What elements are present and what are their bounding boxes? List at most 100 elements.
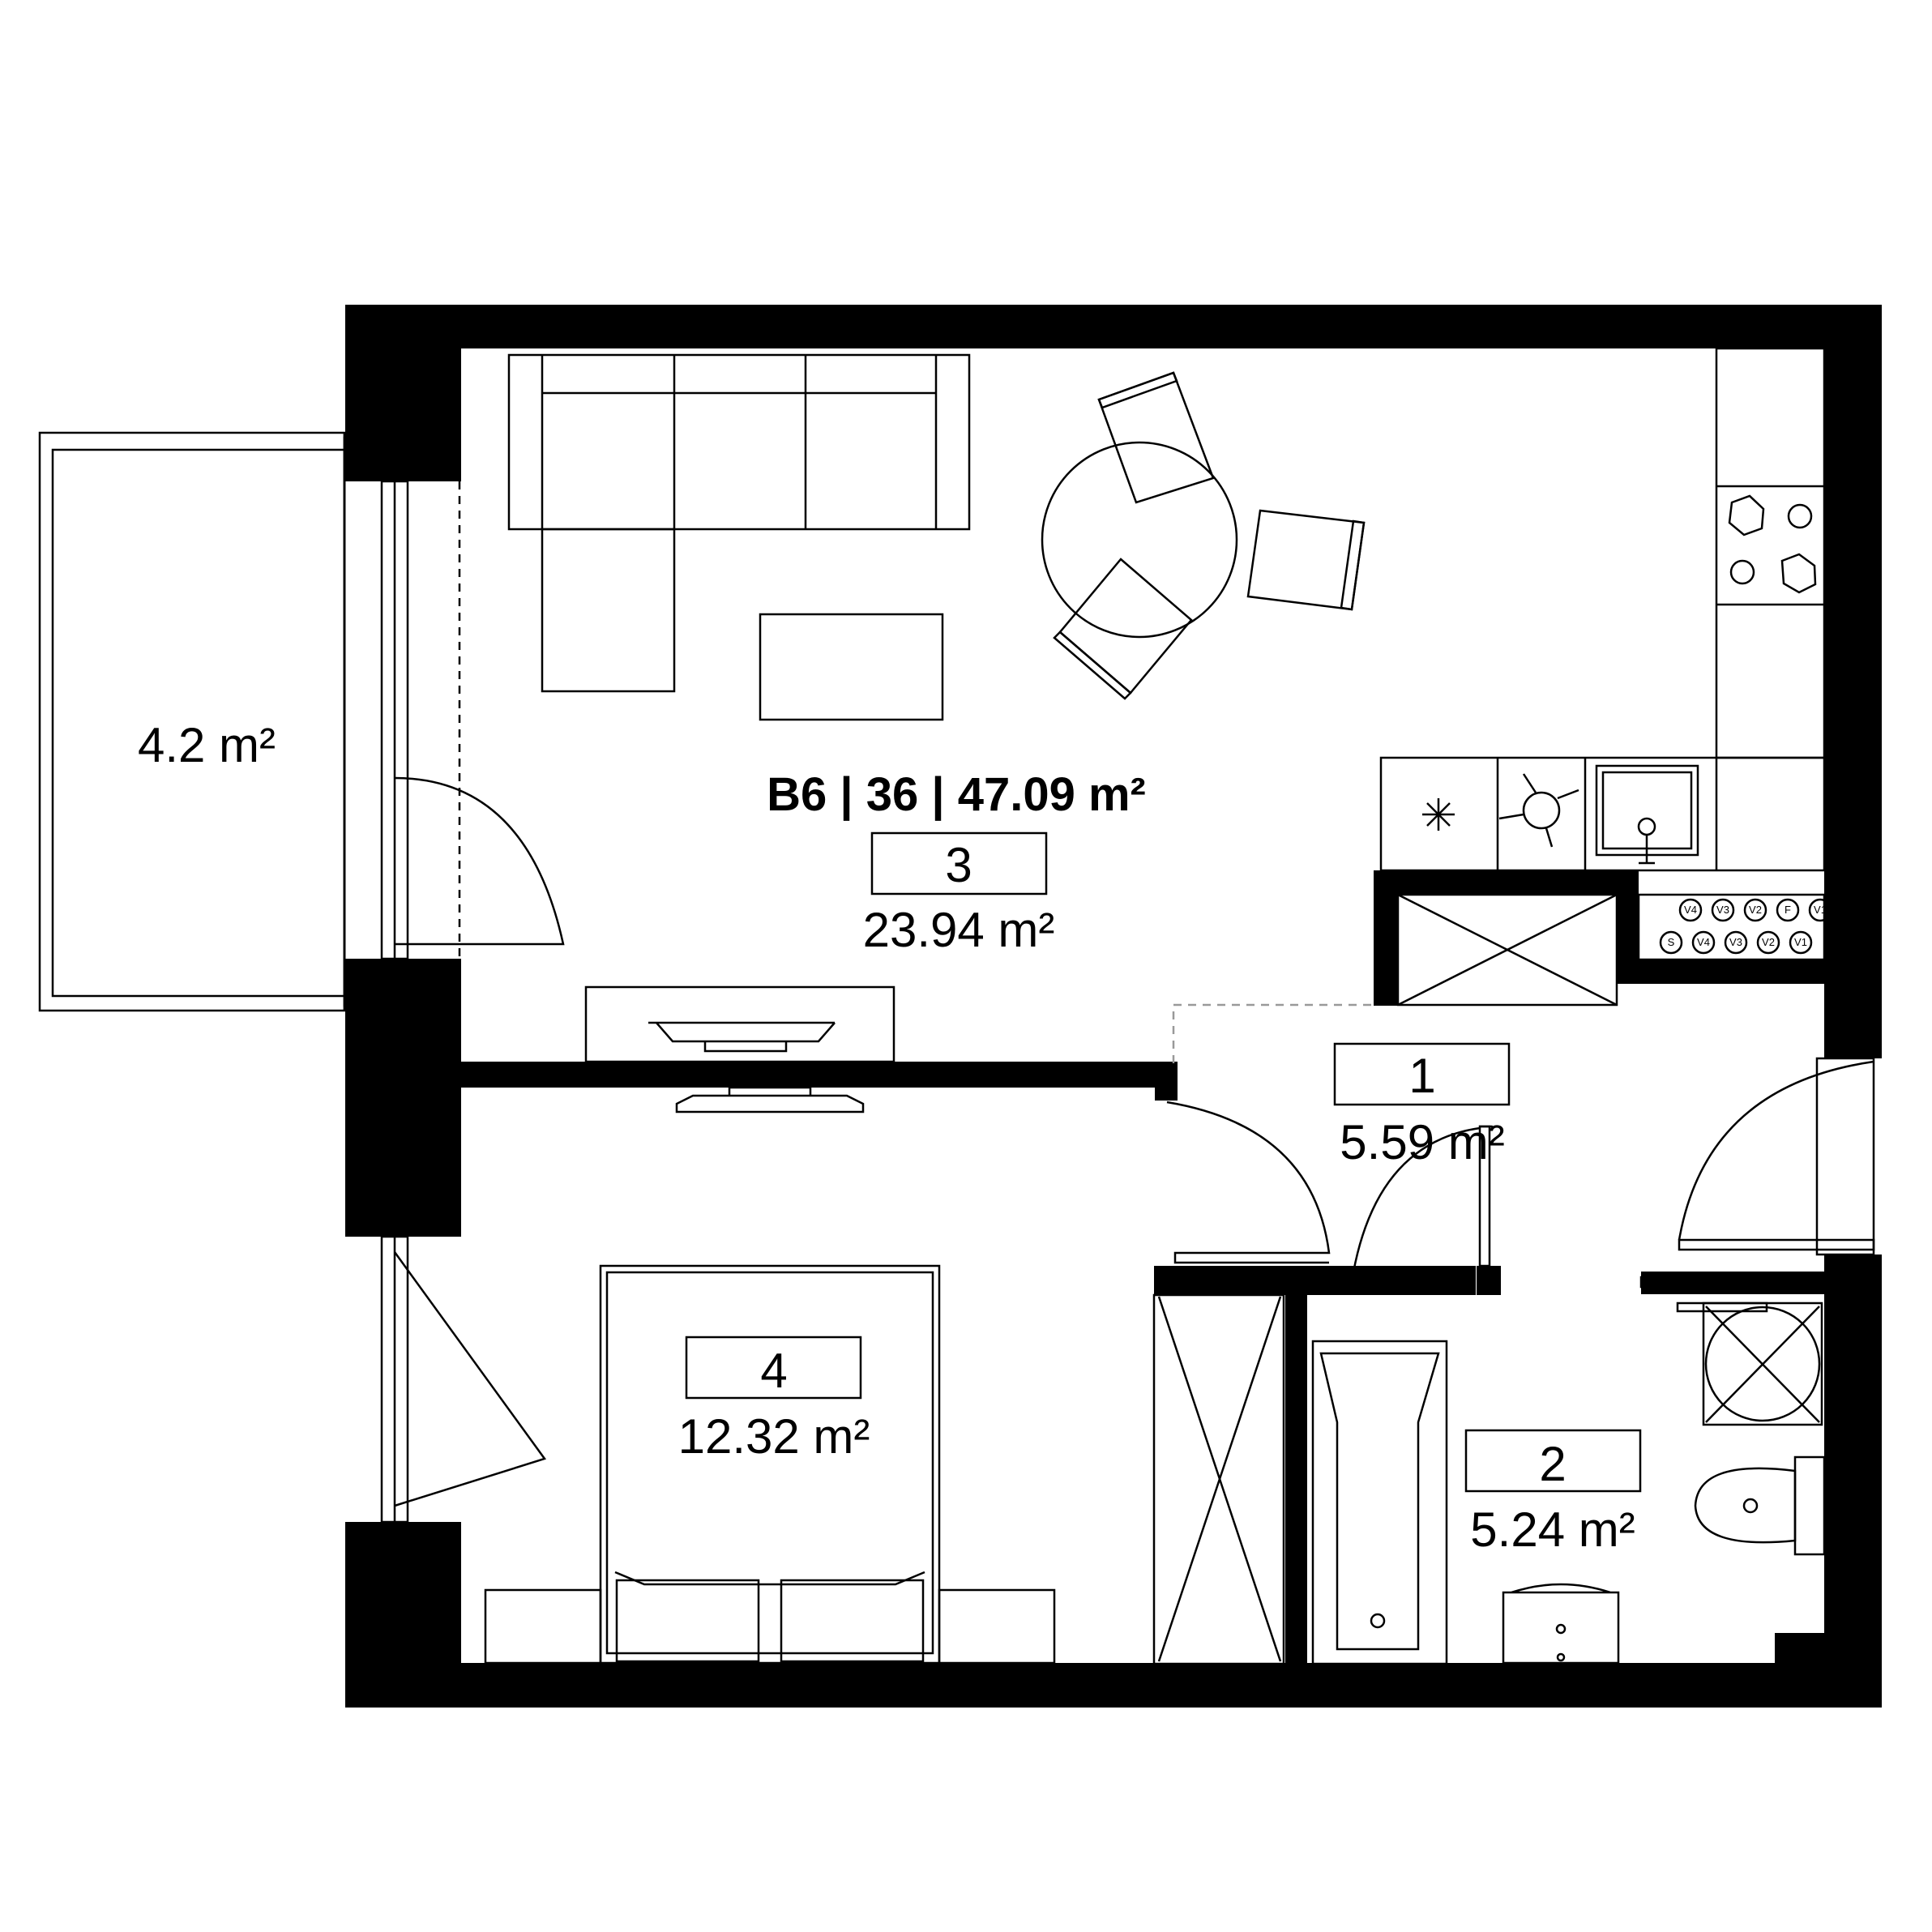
meter-v3-icon xyxy=(1711,898,1735,922)
cooktop-icon xyxy=(1728,494,1817,594)
meter-label: V1 xyxy=(1814,904,1827,916)
bathroom-door-leaf xyxy=(1478,1125,1491,1267)
meter-label: V2 xyxy=(1749,904,1762,916)
kitchen-counter-right xyxy=(1715,347,1826,759)
extractor-icon xyxy=(1422,798,1455,831)
tv-bedroom xyxy=(675,1086,865,1113)
room-1-label: 1 5.59 m² xyxy=(1333,1042,1511,1169)
dining-chair-bottom xyxy=(1053,558,1193,700)
tv-cabinet xyxy=(584,985,895,1063)
sink-icon xyxy=(1595,764,1699,865)
room-4-area: 12.32 m² xyxy=(678,1409,870,1464)
windows xyxy=(380,480,565,1524)
pillow-right xyxy=(780,1579,925,1663)
room-2-number: 2 xyxy=(1539,1437,1566,1491)
entrance-door-leaf xyxy=(1678,1238,1875,1251)
meter-label: V3 xyxy=(1716,904,1729,916)
balcony-area-label: 4.2 m² xyxy=(138,718,276,772)
wall-left-top xyxy=(345,305,461,481)
bathtub xyxy=(1311,1340,1448,1665)
meter-s-icon xyxy=(1659,930,1683,955)
bedroom-furniture xyxy=(484,1264,1285,1665)
meter-label: S xyxy=(1668,936,1675,948)
washbasin xyxy=(1502,1583,1620,1665)
wall-kitchen-top xyxy=(1374,870,1621,895)
room-4-number: 4 xyxy=(760,1344,787,1398)
balcony-door-swing xyxy=(394,776,565,946)
dining-table xyxy=(1041,441,1238,639)
bedroom-wardrobe xyxy=(1152,1293,1285,1665)
meter-label: V4 xyxy=(1684,904,1697,916)
bedroom-door-swing xyxy=(1166,1101,1331,1264)
meter-v4-icon xyxy=(1691,930,1716,955)
wall-bath-left xyxy=(1285,1294,1307,1664)
wall-bath-top-right xyxy=(1641,1272,1825,1294)
wall-meters-bottom xyxy=(1617,960,1826,984)
kitchen xyxy=(1379,347,1826,872)
tv-living xyxy=(648,1021,836,1053)
living-room-furniture xyxy=(507,353,1366,1113)
bath-floor-drain-icon: F xyxy=(1803,1641,1824,1662)
sofa-chaise xyxy=(541,528,676,693)
coffee-table xyxy=(759,613,944,721)
room-4-label: 4 12.32 m² xyxy=(678,1336,870,1464)
walls xyxy=(345,305,1882,1708)
meter-label: V4 xyxy=(1697,936,1710,948)
dining-chair-top xyxy=(1097,371,1215,504)
balcony-inner-rail xyxy=(51,448,346,998)
wall-bath-top xyxy=(1154,1266,1476,1295)
wall-right-upper xyxy=(1824,305,1882,1058)
room-2-label: 2 5.24 m² xyxy=(1464,1429,1642,1557)
room-3-area: 23.94 m² xyxy=(863,903,1055,957)
wall-bath-top-stub xyxy=(1477,1266,1501,1295)
nightstand-left xyxy=(484,1588,602,1665)
meter-label: V2 xyxy=(1762,936,1775,948)
corridor-wardrobe xyxy=(1172,893,1618,1063)
washing-machine xyxy=(1676,1302,1823,1426)
room-2-area: 5.24 m² xyxy=(1470,1502,1635,1557)
unit-title: B6 | 36 | 47.09 m² xyxy=(767,768,1146,821)
doors xyxy=(1157,1057,1875,1295)
kitchen-counter-bottom xyxy=(1379,756,1826,872)
meters-upper-row: V4 V3 V2 F V1 xyxy=(1678,898,1832,922)
meter-label: F xyxy=(1785,904,1791,916)
wall-bath-corner xyxy=(1154,1266,1174,1292)
wall-bottom xyxy=(345,1663,1882,1708)
room-3-number: 3 xyxy=(945,838,972,892)
labels: B6 | 36 | 47.09 m² 3 23.94 m² 1 5.59 m² … xyxy=(678,768,1642,1557)
bedroom-window-swing xyxy=(393,1251,547,1507)
sofa xyxy=(507,353,971,531)
meter-label: V3 xyxy=(1729,936,1742,948)
room-1-number: 1 xyxy=(1408,1049,1435,1103)
nightstand-right xyxy=(938,1588,1056,1665)
meter-v1-icon xyxy=(1789,930,1813,955)
wall-left-middle xyxy=(345,959,461,1237)
pillow-left xyxy=(615,1579,760,1663)
bathroom-fixtures: F xyxy=(1311,1302,1826,1665)
wall-living-bedroom xyxy=(461,1062,1178,1088)
meter-v2-icon xyxy=(1743,898,1767,922)
wall-top xyxy=(345,305,1882,348)
meter-v2-icon xyxy=(1756,930,1780,955)
wall-left-bottom xyxy=(345,1522,461,1708)
dishwasher-icon xyxy=(1498,773,1579,848)
meter-f-icon xyxy=(1776,898,1800,922)
meter-v4-icon xyxy=(1678,898,1703,922)
dining-chair-right xyxy=(1246,509,1366,611)
entrance-door-swing xyxy=(1678,1060,1874,1241)
meter-v3-icon xyxy=(1724,930,1748,955)
balcony: 4.2 m² xyxy=(38,431,348,1012)
meters-lower-row: S V4 V3 V2 V1 xyxy=(1659,930,1813,955)
svg-text:F: F xyxy=(1810,1646,1817,1658)
wardrobe-cabinet xyxy=(1396,893,1618,1007)
bathtub-drain xyxy=(1370,1613,1386,1629)
meter-label: V1 xyxy=(1794,936,1807,948)
room-1-area: 5.59 m² xyxy=(1340,1115,1504,1169)
toilet xyxy=(1694,1455,1826,1556)
room-3-label: 3 23.94 m² xyxy=(863,831,1055,957)
double-bed xyxy=(599,1264,941,1665)
meter-v1-icon xyxy=(1808,898,1832,922)
wall-right-lower xyxy=(1824,1255,1882,1708)
